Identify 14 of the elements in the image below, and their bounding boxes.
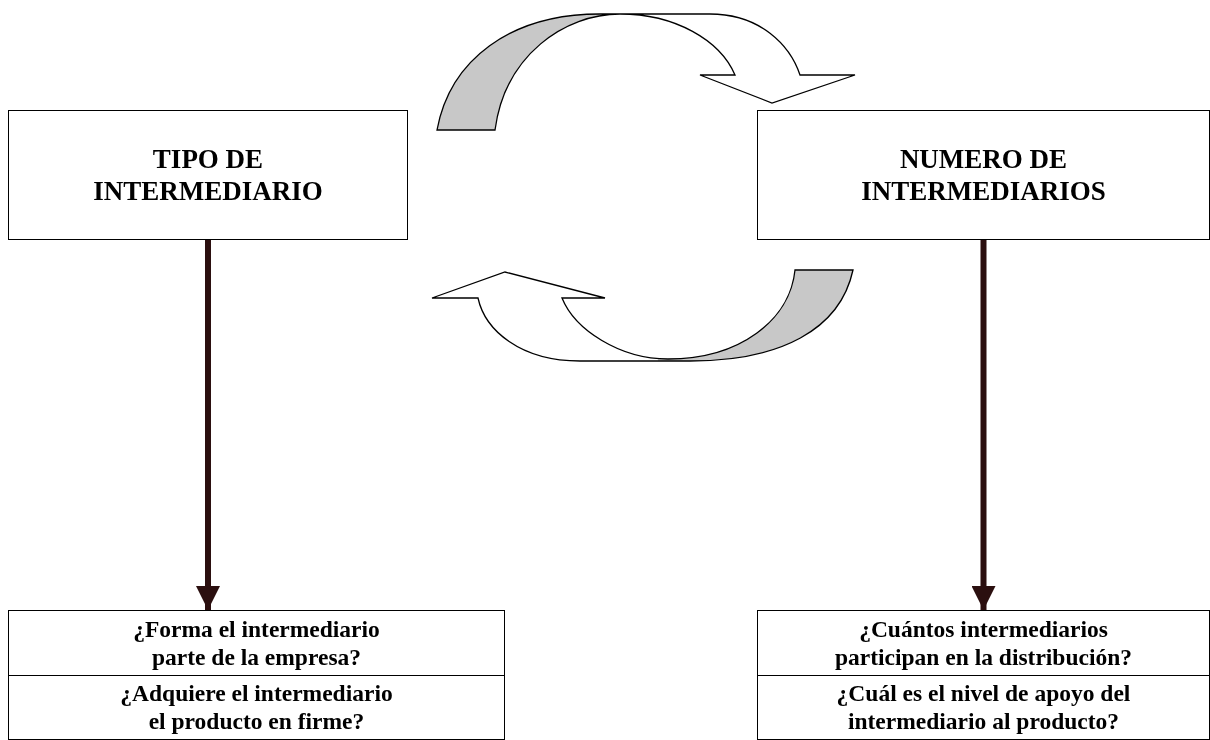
question-text: ¿Adquiere el intermediario el producto en firme?	[119, 679, 394, 736]
question-text: ¿Cuántos intermediarios participan en la distribución?	[833, 614, 1134, 671]
question-text: ¿Forma el intermediario parte de la empresa?	[132, 614, 381, 671]
text-box	[8, 110, 408, 240]
text-box	[757, 110, 1210, 240]
question-text: ¿Cuál es el nivel de apoyo del intermediario al producto?	[835, 679, 1132, 736]
arrow	[196, 240, 220, 610]
box-title: TIPO DE INTERMEDIARIO	[92, 142, 324, 208]
arrow	[971, 240, 996, 610]
curved-block-arrow	[431, 269, 854, 362]
box-title: NUMERO DE INTERMEDIARIOS	[860, 142, 1107, 208]
text-box	[757, 610, 1210, 740]
text-box	[8, 610, 505, 740]
curved-block-arrow	[436, 13, 856, 131]
